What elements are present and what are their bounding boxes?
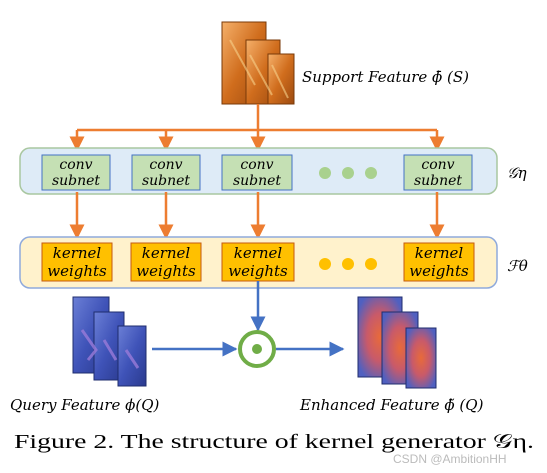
conv-subnet-cell-1: conv subnet	[41, 154, 111, 191]
conv-cell-4-line2: subnet	[414, 173, 462, 189]
conv-subnet-cell-2: conv subnet	[131, 154, 201, 191]
kernel-cell-4-line1: kernel	[415, 244, 464, 262]
distribution-arrows	[69, 104, 445, 152]
kernel-weights-cell-3: kernel weights	[221, 242, 295, 282]
kernel-cell-2-line1: kernel	[142, 244, 191, 262]
conv-subnet-cell-3: conv subnet	[221, 154, 293, 191]
kernel-weights-cell-4: kernel weights	[403, 242, 475, 282]
enhanced-feature-label: Enhanced Feature ϕ̃ (Q)	[299, 396, 484, 414]
support-feature-stack	[221, 21, 295, 105]
conv-row-symbol: 𝒢η	[507, 164, 527, 182]
conv-cell-3-line2: subnet	[233, 173, 281, 189]
figure-caption: Figure 2. The structure of kernel genera…	[14, 431, 534, 453]
conv-cell-1-line2: subnet	[52, 173, 100, 189]
kernel-row-symbol: ℱθ	[507, 257, 528, 275]
kernel-cell-4-line2: weights	[409, 262, 469, 280]
kernel-cell-1-line1: kernel	[53, 244, 102, 262]
conv-subnet-cell-4: conv subnet	[403, 154, 473, 191]
conv-cell-2-line2: subnet	[142, 173, 190, 189]
kernel-cell-1-line2: weights	[47, 262, 107, 280]
conv-cell-1-line1: conv	[59, 157, 92, 173]
conv-cell-3-line1: conv	[240, 157, 273, 173]
watermark: CSDN @AmbitionHH	[393, 452, 507, 466]
kernel-weights-cell-1: kernel weights	[41, 242, 113, 282]
query-feature-stack	[72, 296, 147, 387]
support-feature-label: Support Feature ϕ̄ (S)	[302, 68, 469, 86]
enhanced-feature-stack	[357, 296, 437, 389]
kernel-cell-3-line2: weights	[228, 262, 288, 280]
conv-cell-4-line1: conv	[421, 157, 454, 173]
conv-cell-2-line1: conv	[149, 157, 182, 173]
kernel-ellipsis	[319, 258, 377, 270]
conv-to-kernel-arrows	[69, 192, 445, 240]
conv-ellipsis	[319, 167, 377, 179]
kernel-cell-3-line1: kernel	[234, 244, 283, 262]
convolution-operator-icon	[238, 330, 276, 368]
query-feature-label: Query Feature ϕ(Q)	[10, 396, 160, 414]
kernel-weights-cell-2: kernel weights	[130, 242, 202, 282]
kernel-cell-2-line2: weights	[136, 262, 196, 280]
